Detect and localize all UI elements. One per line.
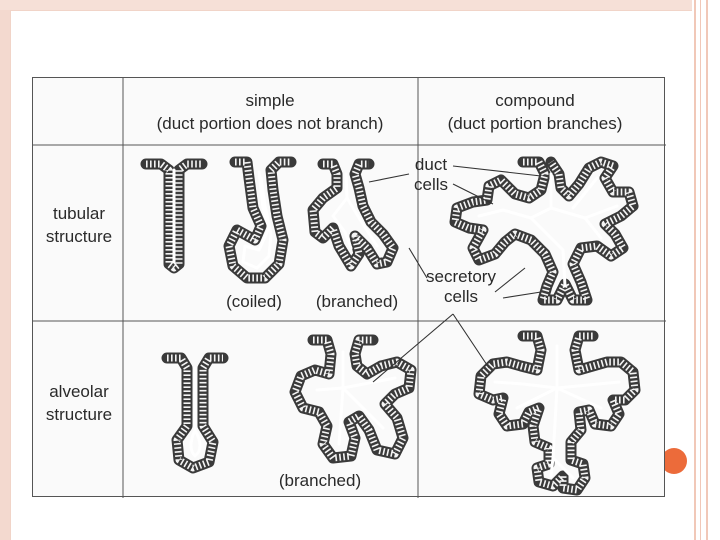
slide-frame-left <box>0 0 10 540</box>
simple-tubular-gland <box>146 164 202 268</box>
secretory-cells-label-line2: cells <box>444 287 478 306</box>
tubular-label-line2: structure <box>46 227 112 246</box>
duct-cells-label: duct <box>415 155 447 174</box>
branched-tubular-caption: (branched) <box>316 292 398 311</box>
slide-frame-top <box>0 0 692 10</box>
simple-alveolar-gland <box>167 358 223 468</box>
alveolar-label: alveolar <box>49 382 109 401</box>
coiled-tubular-gland <box>229 162 291 278</box>
compound-alveolar-gland <box>479 336 635 490</box>
gland-classification-figure: .wall { fill:none; stroke:#3a3a3a; strok… <box>32 77 665 497</box>
secretory-cells-label: secretory <box>426 267 496 286</box>
coiled-caption: (coiled) <box>226 292 282 311</box>
slide-frame-right <box>692 0 720 540</box>
branched-alveolar-gland <box>295 340 411 458</box>
simple-header: simple <box>245 91 294 110</box>
compound-subheader: (duct portion branches) <box>448 114 623 133</box>
duct-cells-label-line2: cells <box>414 175 448 194</box>
tubular-label: tubular <box>53 204 105 223</box>
compound-header: compound <box>495 91 574 110</box>
branched-alveolar-caption: (branched) <box>279 471 361 490</box>
alveolar-label-line2: structure <box>46 405 112 424</box>
simple-subheader: (duct portion does not branch) <box>157 114 384 133</box>
